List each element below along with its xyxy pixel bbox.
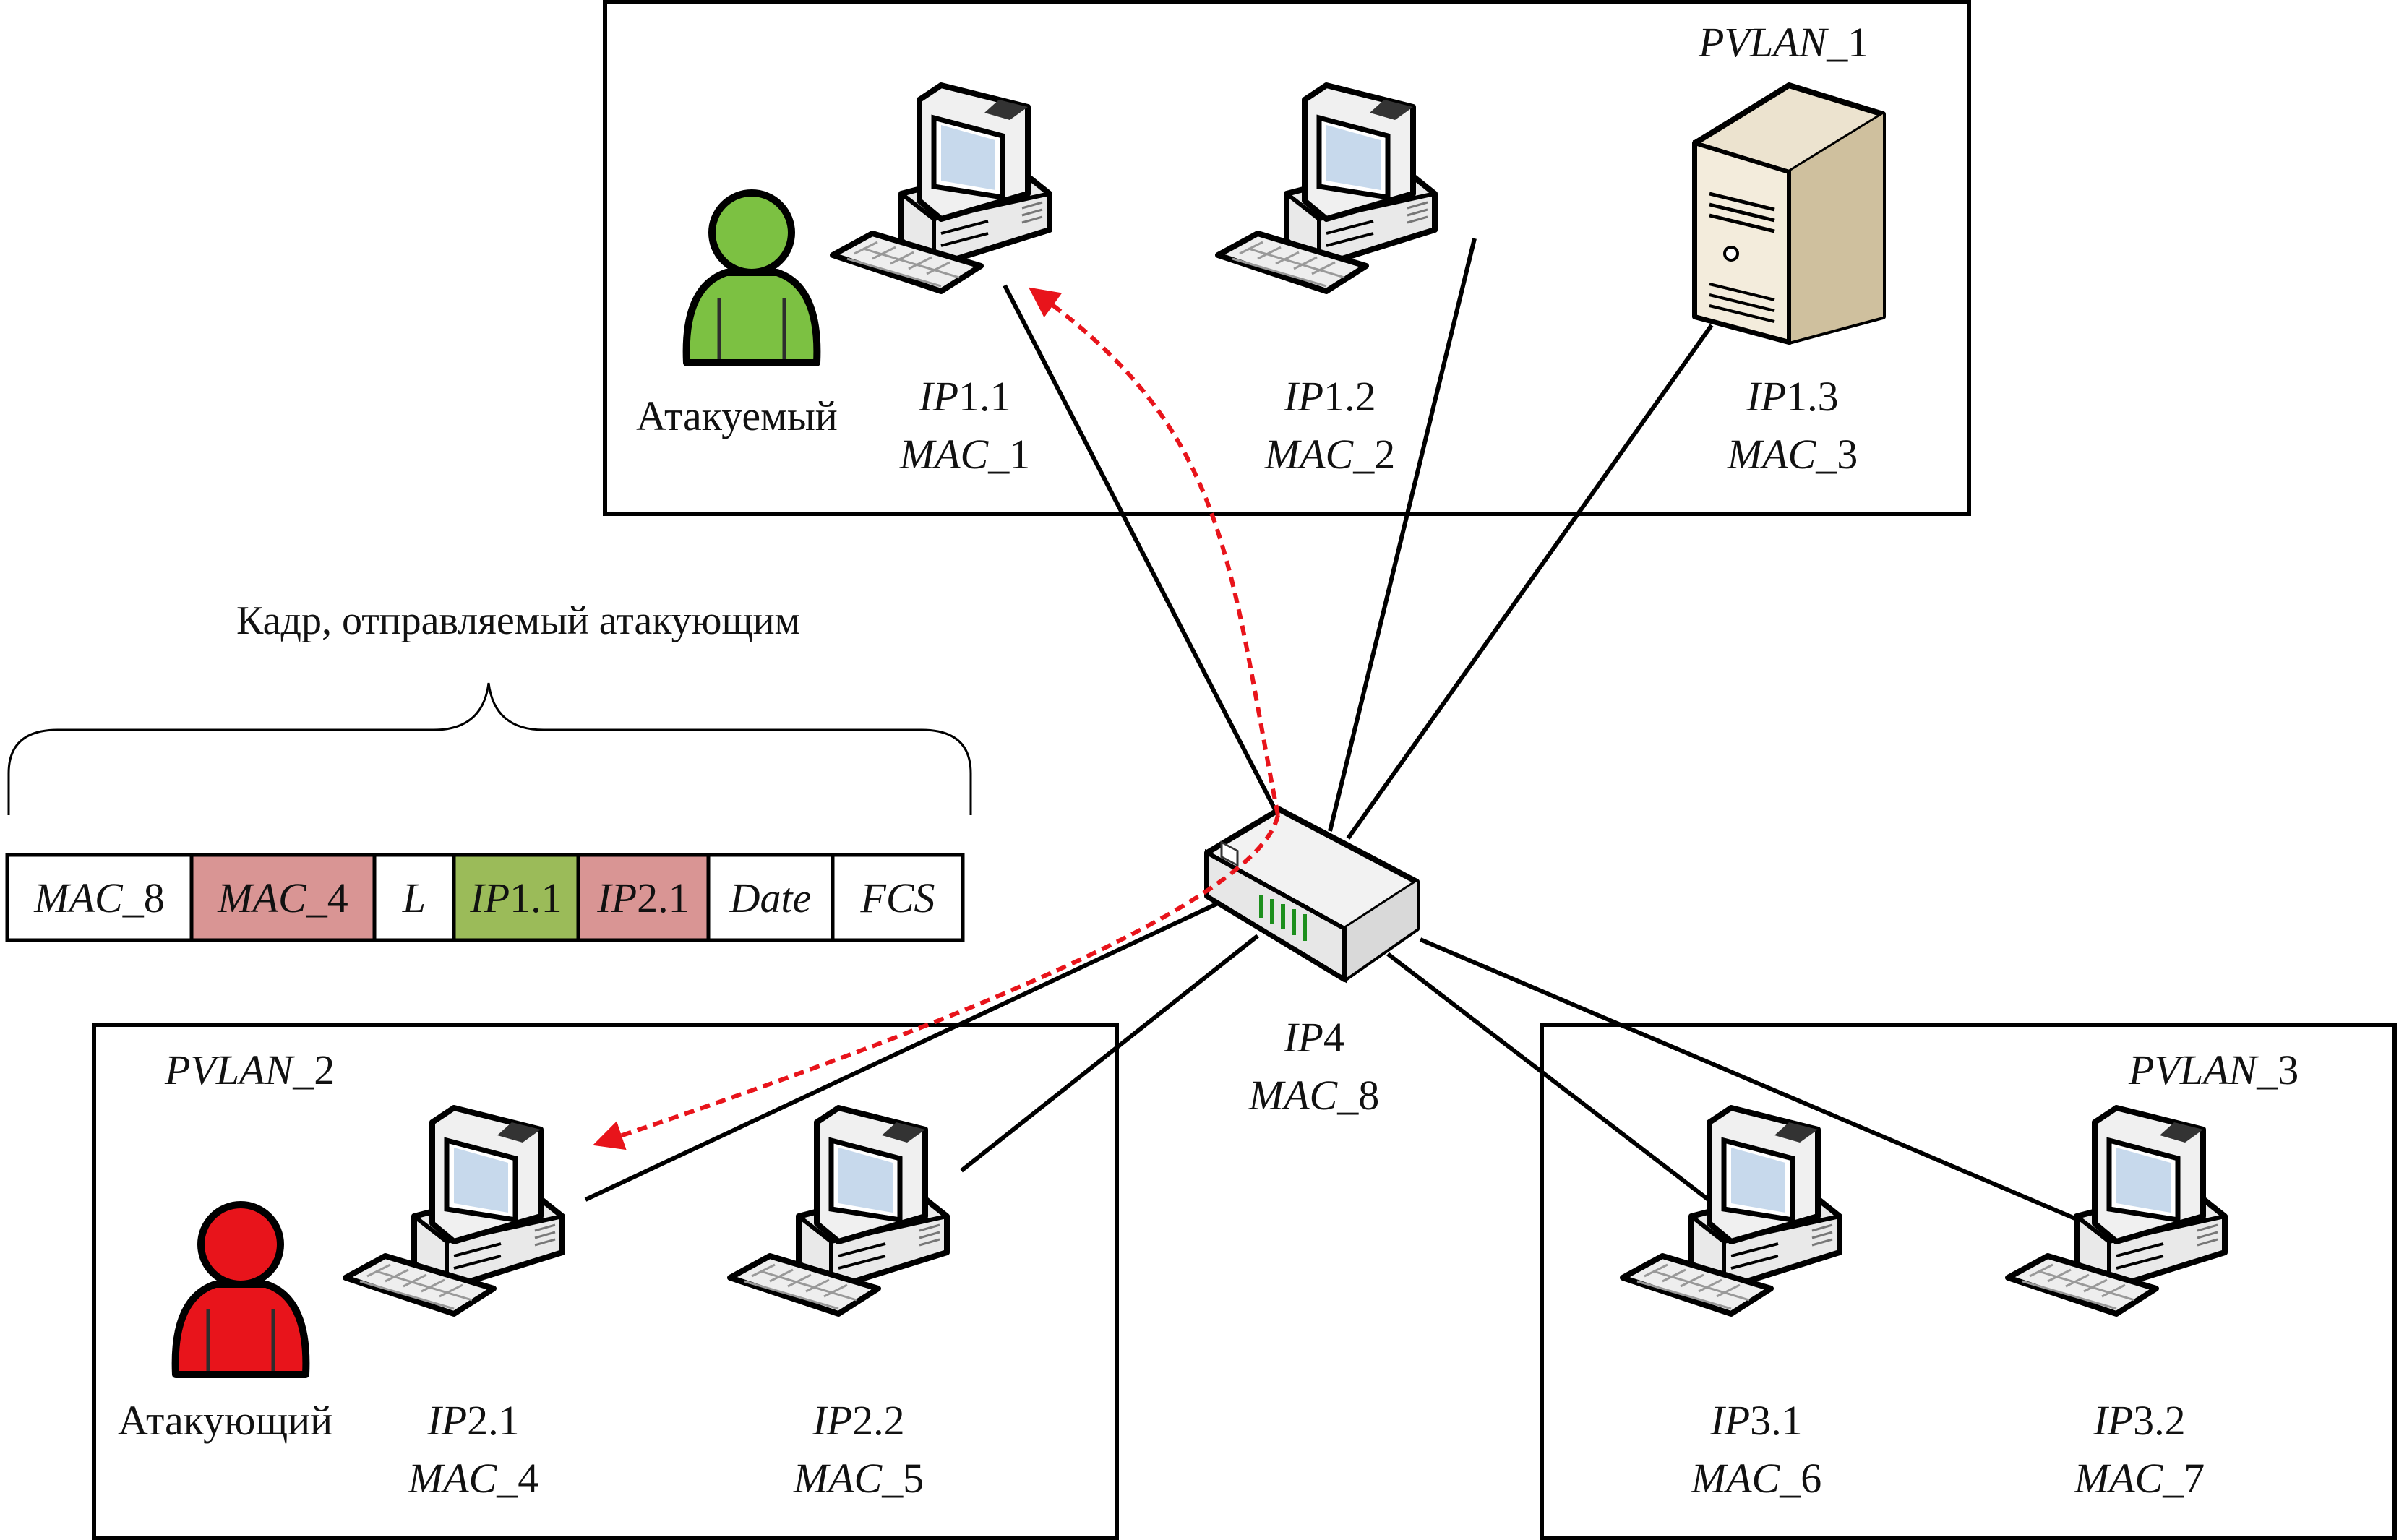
- link-router-srv13: [1346, 324, 1714, 840]
- link-router-pc12: [1328, 238, 1477, 832]
- workstation-icon: [730, 1108, 947, 1314]
- workstation-icon: [1623, 1108, 1840, 1314]
- pc31-ip: IP3.1: [1709, 1397, 1802, 1444]
- pvlan3-box: [1540, 1023, 2397, 1540]
- pvlan3-label: PVLAN_3: [2128, 1046, 2299, 1093]
- frame-cell: [576, 853, 711, 942]
- workstation-icon: [2008, 1108, 2225, 1314]
- pc32-ip: IP3.2: [2093, 1397, 2185, 1444]
- workstation-icon: [1218, 85, 1435, 291]
- pvlan2-label: PVLAN_2: [164, 1046, 335, 1093]
- frame-brace: [7, 682, 972, 815]
- server-icon: [1692, 82, 1886, 345]
- link-router-pc32: [1419, 937, 2083, 1223]
- frame-cell-label: MAC_4: [217, 874, 348, 921]
- link-router-pc21: [584, 901, 1219, 1202]
- link-router-pc31: [1386, 952, 1715, 1205]
- links: [584, 238, 2083, 1223]
- workstation-icon: [833, 85, 1050, 291]
- pvlan2-box: [92, 1023, 1119, 1540]
- router-ip: IP4: [1283, 1014, 1344, 1061]
- frame-cell: [831, 853, 965, 942]
- pvlan1-box: [603, 0, 1971, 516]
- frame-cell-label: MAC_8: [33, 874, 164, 921]
- srv13-mac: MAC_3: [1727, 431, 1858, 478]
- frame-cell-label: Date: [729, 874, 812, 921]
- srv13-ip: IP1.3: [1746, 373, 1838, 420]
- frame-cell-label: IP1.1: [469, 874, 562, 921]
- victim-label: Атакуемый: [636, 392, 838, 439]
- pvlan1-label: PVLAN_1: [1698, 19, 1868, 66]
- frame-table: MAC_8 MAC_4 L IP1.1 IP2.1 Date FCS: [5, 853, 965, 942]
- pc12-ip: IP1.2: [1283, 373, 1376, 420]
- pc31-mac: MAC_6: [1691, 1455, 1821, 1502]
- pc21-ip: IP2.1: [426, 1397, 519, 1444]
- link-router-pc11: [1003, 284, 1280, 817]
- link-router-pc22: [960, 934, 1259, 1173]
- pc11-mac: MAC_1: [899, 431, 1030, 478]
- attacker-label: Атакующий: [118, 1397, 332, 1444]
- pc12-mac: MAC_2: [1264, 431, 1395, 478]
- router-mac: MAC_8: [1248, 1072, 1379, 1119]
- frame-caption: Кадр, отправляемый атакующим: [236, 598, 800, 643]
- router-icon: [1204, 806, 1420, 984]
- pc22-ip: IP2.2: [812, 1397, 904, 1444]
- pc32-mac: MAC_7: [2074, 1455, 2205, 1502]
- person-icon: [687, 193, 817, 363]
- pc11-ip: IP1.1: [918, 373, 1010, 420]
- pc22-mac: MAC_5: [793, 1455, 924, 1502]
- frame-cell-label: FCS: [859, 874, 935, 921]
- pc21-mac: MAC_4: [408, 1455, 538, 1502]
- attack-path-to-victim: [1029, 287, 1280, 816]
- frame-cell: [706, 853, 835, 942]
- workstation-icon: [346, 1108, 562, 1314]
- frame-cell-label: L: [402, 874, 426, 921]
- attack-path-to-attacker: [593, 814, 1280, 1150]
- frame-cell-label: IP2.1: [596, 874, 689, 921]
- person-icon: [176, 1205, 306, 1375]
- frame-cell: [452, 853, 580, 942]
